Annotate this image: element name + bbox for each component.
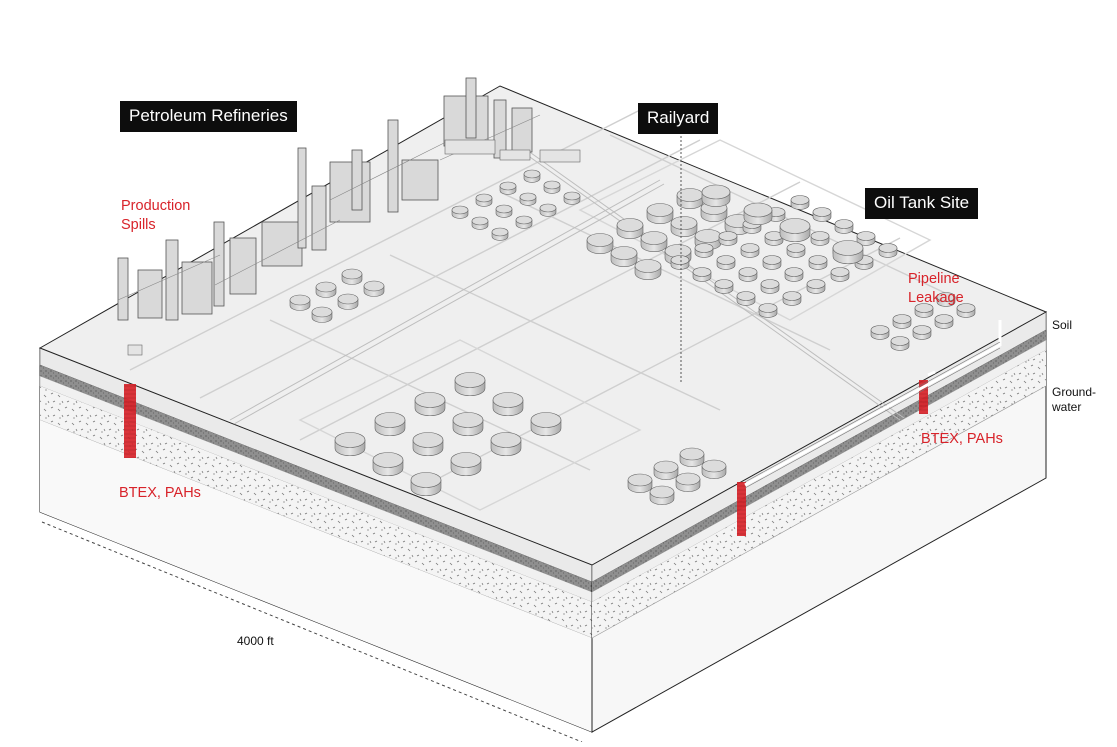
storage-tank-icon [451,453,481,476]
storage-tank-icon [715,280,733,294]
storage-tank-icon [564,192,580,204]
storage-tank-icon [695,244,713,258]
storage-tank-icon [791,196,809,210]
storage-tank-icon [879,244,897,258]
storage-tank-icon [913,326,931,340]
storage-tank-icon [342,269,362,285]
storage-tank-icon [893,315,911,329]
storage-tank-icon [719,232,737,246]
storage-tank-icon [587,234,613,254]
pipeline-leakage-line1: Pipeline [908,270,964,289]
storage-tank-icon [312,307,332,323]
production-spills-line2: Spills [121,216,190,235]
scale-label: 4000 ft [237,634,274,649]
storage-tank-icon [635,260,661,280]
storage-tank-icon [455,373,485,396]
storage-tank-icon [540,204,556,216]
right-contamination-plume [737,482,746,536]
storage-tank-icon [780,219,810,242]
storage-tank-icon [741,244,759,258]
groundwater-line1: Ground- [1052,385,1096,400]
storage-tank-icon [785,268,803,282]
storage-tank-icon [813,208,831,222]
storage-tank-icon [761,280,779,294]
storage-tank-icon [491,433,521,456]
storage-tank-icon [476,194,492,206]
railyard-label: Railyard [638,103,718,134]
storage-tank-icon [763,256,781,270]
storage-tank-icon [617,219,643,239]
storage-tank-icon [415,393,445,416]
storage-tank-icon [520,193,536,205]
storage-tank-icon [492,228,508,240]
storage-tank-icon [654,461,678,480]
pipeline-leakage-line2: Leakage [908,289,964,308]
storage-tank-icon [453,413,483,436]
production-spills-label: Production Spills [121,197,190,235]
storage-tank-icon [759,304,777,318]
storage-tank-icon [676,473,700,492]
storage-tank-icon [413,433,443,456]
storage-tank-icon [739,268,757,282]
storage-tank-icon [787,244,805,258]
storage-tank-icon [516,216,532,228]
storage-tank-icon [702,460,726,479]
storage-tank-icon [375,413,405,436]
production-spills-line1: Production [121,197,190,216]
storage-tank-icon [628,474,652,493]
storage-tank-icon [835,220,853,234]
oil-tank-site-label: Oil Tank Site [865,188,978,219]
storage-tank-icon [650,486,674,505]
storage-tank-icon [338,294,358,310]
storage-tank-icon [524,170,540,182]
storage-tank-icon [717,256,735,270]
storage-tank-icon [364,281,384,297]
groundwater-label: Ground- water [1052,385,1096,415]
storage-tank-icon [500,182,516,194]
soil-label: Soil [1052,318,1072,333]
storage-tank-icon [671,256,689,270]
storage-tank-icon [871,326,889,340]
storage-tank-icon [290,295,310,311]
pipeline-leakage-label: Pipeline Leakage [908,270,964,308]
storage-tank-icon [831,268,849,282]
storage-tank-icon [335,433,365,456]
storage-tank-icon [493,393,523,416]
storage-tank-icon [611,247,637,267]
storage-tank-icon [702,185,730,207]
storage-tank-icon [472,217,488,229]
storage-tank-icon [744,203,772,225]
groundwater-line2: water [1052,400,1096,415]
storage-tank-icon [531,413,561,436]
storage-tank-icon [496,205,512,217]
storage-tank-icon [452,206,468,218]
storage-tank-icon [641,232,667,252]
storage-tank-icon [544,181,560,193]
storage-tank-icon [373,453,403,476]
storage-tank-icon [891,337,909,351]
storage-tank-icon [811,232,829,246]
storage-tank-icon [411,473,441,496]
storage-tank-icon [737,292,755,306]
storage-tank-icon [809,256,827,270]
storage-tank-icon [680,448,704,467]
refineries-label: Petroleum Refineries [120,101,297,132]
storage-tank-icon [807,280,825,294]
btex-pahs-right-label: BTEX, PAHs [921,430,1003,449]
storage-tank-icon [935,315,953,329]
storage-tank-icon [783,292,801,306]
left-contamination-plume [124,384,136,458]
storage-tank-icon [647,204,673,224]
storage-tank-icon [833,241,863,264]
storage-tank-icon [316,282,336,298]
storage-tank-icon [671,217,697,237]
storage-tank-icon [693,268,711,282]
btex-pahs-left-label: BTEX, PAHs [119,484,201,503]
